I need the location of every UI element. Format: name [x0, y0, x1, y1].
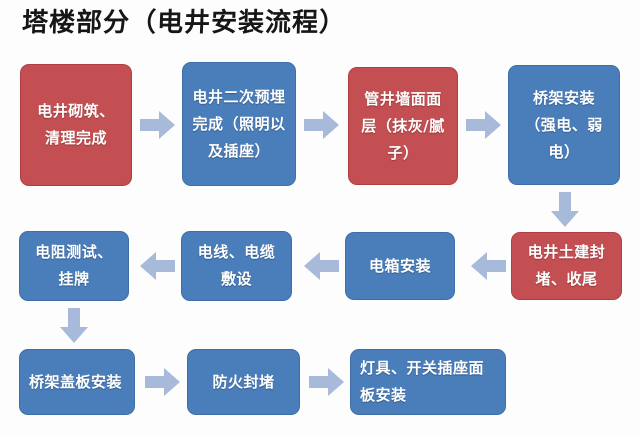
flow-node-n9[interactable]: 桥架盖板安装 [19, 349, 135, 415]
arrow-right-n1-n2 [140, 110, 176, 140]
flow-node-n10[interactable]: 防火封堵 [187, 349, 300, 415]
arrow-right-n2-n3 [304, 110, 340, 140]
flow-node-n11[interactable]: 灯具、开关插座面板安装 [350, 349, 506, 415]
flow-node-n2[interactable]: 电井二次预埋完成（照明以及插座） [182, 62, 296, 186]
arrow-right-n10-n11 [309, 367, 345, 397]
flow-node-n4[interactable]: 桥架安装（强电、弱电） [508, 65, 620, 185]
flow-node-n5[interactable]: 电井土建封堵、收尾 [511, 232, 622, 300]
flow-node-n7[interactable]: 电线、电缆敷设 [181, 231, 292, 301]
arrow-right-n3-n4 [466, 110, 502, 140]
arrow-down-n4-n5 [550, 192, 580, 228]
arrow-down-n8-n9 [59, 308, 89, 344]
flow-node-n3[interactable]: 管井墙面面层（抹灰/腻子） [348, 67, 458, 185]
arrow-left-n6-n7 [303, 251, 339, 281]
arrow-left-n5-n6 [470, 251, 506, 281]
flow-node-n6[interactable]: 电箱安装 [345, 232, 455, 300]
arrow-left-n7-n8 [139, 251, 175, 281]
flow-node-n8[interactable]: 电阻测试、挂牌 [19, 231, 129, 301]
flow-node-n1[interactable]: 电井砌筑、清理完成 [20, 64, 132, 186]
arrow-right-n9-n10 [145, 367, 181, 397]
page-title: 塔楼部分（电井安装流程） [21, 8, 347, 38]
